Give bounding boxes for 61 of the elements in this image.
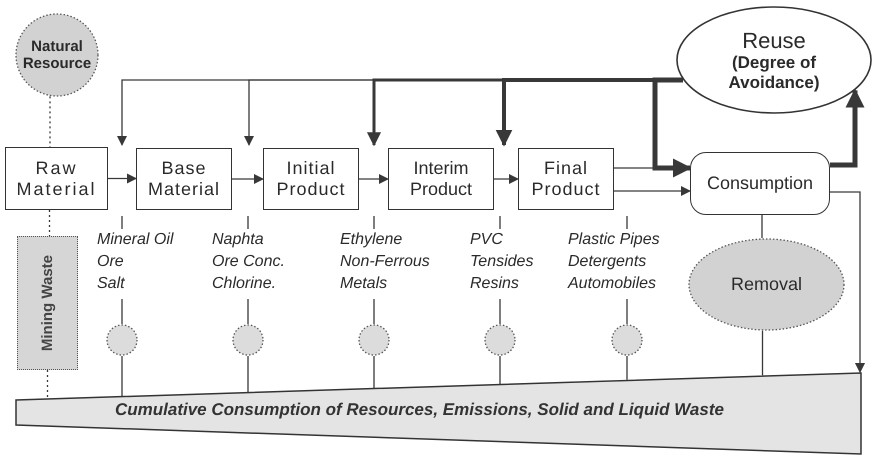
connector-line	[373, 356, 375, 388]
connector-line	[46, 370, 48, 399]
box-label: Removal	[730, 274, 802, 295]
connector-line	[761, 215, 763, 238]
process-box	[263, 148, 359, 210]
material-name: Plastic Pipes	[568, 230, 660, 250]
material-name: Detergents	[568, 252, 646, 272]
arrow	[830, 191, 866, 374]
material-name: Chlorine.	[212, 274, 276, 294]
waste-box	[17, 236, 78, 370]
box-label: Mining Waste	[39, 254, 56, 352]
connector-line	[121, 299, 123, 324]
connector-line	[247, 216, 249, 229]
arrow	[108, 173, 137, 184]
connector-line	[626, 356, 628, 380]
material-name: Non-Ferrous Metals	[340, 252, 431, 294]
connector-line	[247, 356, 249, 392]
box-label: Reuse	[742, 28, 806, 54]
consumption-box	[690, 152, 830, 215]
material-name: Ore Conc.	[212, 252, 285, 272]
arrow	[830, 88, 864, 168]
band-label: Cumulative Consumption of Resources, Emissions, Solid and Liquid Waste	[115, 400, 724, 420]
material-name: Mineral Oil	[97, 230, 174, 250]
material-name: Tensides	[470, 252, 534, 272]
box-label: Consumption	[706, 173, 814, 194]
arrow	[494, 174, 519, 184]
box-label: Raw Material	[15, 158, 98, 200]
process-box	[518, 148, 614, 210]
process-box	[136, 148, 232, 210]
box-label: Final Product	[530, 158, 602, 200]
material-name: Ethylene	[340, 230, 402, 250]
connector-line	[499, 216, 501, 229]
box-label: Interim Product	[408, 158, 474, 200]
material-name: Automobiles	[568, 274, 656, 294]
connector-line	[247, 299, 249, 324]
material-name: Resins	[470, 274, 519, 294]
connector-line	[49, 96, 51, 147]
process-box	[5, 147, 108, 210]
box-label: Base Material	[146, 158, 222, 200]
connector-line	[762, 330, 764, 376]
process-box	[388, 148, 494, 210]
material-name: PVC	[470, 230, 503, 250]
arrow	[359, 174, 389, 184]
connector-line	[373, 216, 375, 229]
connector-line	[499, 356, 501, 384]
arrow	[232, 174, 264, 184]
box-label: (Degree of Avoidance)	[727, 53, 820, 92]
arrow	[614, 186, 691, 196]
box-label: Natural Resource	[22, 38, 92, 72]
material-name: Salt	[97, 274, 125, 294]
connector-line	[121, 216, 123, 229]
connector-line	[48, 210, 50, 236]
material-name: Naphta	[212, 230, 264, 250]
connector-line	[626, 299, 628, 324]
connector-line	[121, 356, 123, 396]
box-label: Initial Product	[275, 158, 347, 200]
connector-line	[373, 299, 375, 324]
material-name: Ore	[97, 252, 124, 272]
connector-line	[499, 299, 501, 324]
connector-line	[626, 216, 628, 229]
arrow	[652, 78, 692, 178]
